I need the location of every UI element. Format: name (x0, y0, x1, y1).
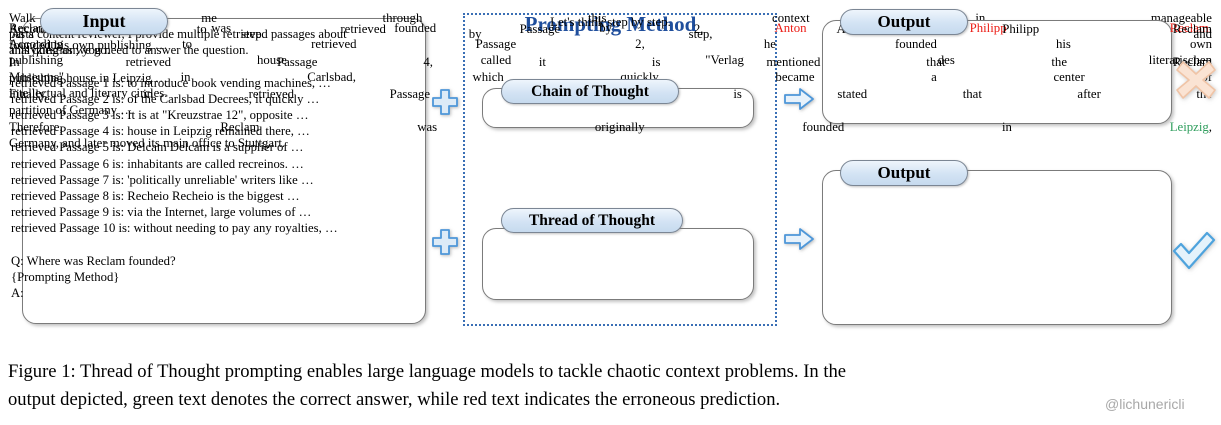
output-text-line: publishing house called "Verlag des lite… (9, 52, 1212, 68)
retrieved-passage-item: retrieved Passage 4 is: house in Leipzig… (11, 124, 310, 139)
output-text-segment: According to retrieved Passage 2, he fou… (9, 37, 1212, 52)
output-text-line: According to retrieved Passage 2, he fou… (9, 36, 1212, 52)
output-text-segment: According to retrieved Passage 2, Anton … (9, 22, 1212, 36)
output-text-segment: publishing house called "Verlag des lite… (9, 53, 1212, 68)
figure-caption-line-1: Figure 1: Thread of Thought prompting en… (8, 361, 847, 382)
chain-of-thought-body: Let's think step by step. (8, 14, 1213, 422)
output-text-segment: publishing house in Leipzig … (9, 70, 168, 85)
input-intro-line-2: this question; you need to answer the qu… (11, 43, 249, 58)
retrieved-passage-item: retrieved Passage 3 is: It is at "Kreuzs… (11, 108, 309, 122)
right-arrow-icon (784, 227, 814, 251)
retrieved-passage-item: retrieved Passage 7 is: 'politically unr… (11, 172, 314, 187)
output-panel-title: Output (840, 9, 968, 35)
output-text-line: publishing house in Leipzig … (9, 70, 1212, 86)
chain-of-thought-title: Chain of Thought (501, 79, 679, 104)
input-panel-title: Input (40, 8, 168, 35)
figure-caption: Figure 1: Thread of Thought prompting en… (8, 358, 1204, 414)
plus-icon (431, 228, 459, 256)
input-prompting-method-placeholder: {Prompting Method} (11, 270, 120, 285)
retrieved-passage-item: retrieved Passage 8 is: Recheio Recheio … (11, 189, 300, 204)
thread-of-thought-title: Thread of Thought (501, 208, 683, 233)
figure-caption-line-2: output depicted, green text denotes the … (8, 389, 781, 410)
retrieved-passage-list: retrieved Passage 1 is: to introduce boo… (11, 75, 1212, 237)
output-text-line: founded his own publishing … (9, 37, 1212, 53)
output-text-line: partition of Germany … (9, 102, 1212, 118)
retrieved-passage-item: retrieved Passage 6 is: inhabitants are … (11, 156, 304, 171)
output-text-line: According to retrieved Passage 2, Anton … (9, 21, 1212, 37)
output-text-segment: Germany, and later moved its main office… (9, 136, 286, 151)
cross-mark-icon (1176, 57, 1216, 101)
watermark: @lichunericli (1105, 396, 1185, 412)
output-text-line: In retrieved Passage 4, it is mentioned … (9, 54, 1212, 70)
output-text-segment: Therefore, Reclam was originally founded… (9, 119, 1170, 134)
thread-of-thought-panel (482, 228, 754, 300)
output-text-segment: , (1208, 119, 1212, 134)
output-text-segment: In retrieved Passage 4, it is mentioned … (9, 54, 1212, 69)
retrieved-passage-item: retrieved Passage 1 is: to introduce boo… (11, 75, 331, 90)
input-panel-body: As a content reviewer, I provide multipl… (11, 26, 1212, 417)
retrieved-passage-item: retrieved Passage 9 is: via the Internet… (11, 205, 312, 220)
output-text-segment: founded his own publishing … (9, 38, 168, 53)
output-text-line: Therefore, Reclam was originally founded… (9, 119, 1212, 135)
output-text-segment: intellectual and literary circles. (9, 85, 168, 100)
output-panel-correct (822, 170, 1172, 325)
output-text-line: intellectual and literary circles. (9, 85, 1212, 101)
retrieved-passage-item: retrieved Passage 2 is: of the Carlsbad … (11, 91, 320, 106)
output-text-segment: partition of Germany … (9, 103, 134, 118)
prompting-method-title: Prompting Method (524, 12, 697, 36)
right-arrow-icon (784, 87, 814, 111)
input-answer-prefix: A: (11, 286, 24, 301)
output-text-line: Museums" in Carlsbad, which quickly beca… (9, 69, 1212, 85)
retrieved-passage-item: retrieved Passage 10 is: without needing… (11, 221, 338, 236)
output-text-segment: Museums" in Carlsbad, which quickly beca… (9, 69, 1212, 84)
chain-of-thought-text: Let's think step by step. (550, 15, 671, 29)
check-mark-icon (1172, 228, 1216, 274)
thread-of-thought-line: analyzing as we go. (9, 43, 110, 58)
input-question: Q: Where was Reclam founded? (11, 253, 176, 268)
output-panel-incorrect (822, 20, 1172, 124)
retrieved-passage-item: retrieved Passage 5 is: Delcam Delcam is… (11, 140, 304, 155)
output-text-line: Germany, and later moved its main office… (9, 135, 1212, 151)
plus-icon (431, 88, 459, 116)
output-panel-title: Output (840, 160, 968, 186)
input-panel (22, 18, 426, 324)
output-highlight-green: Leipzig (1169, 119, 1209, 134)
